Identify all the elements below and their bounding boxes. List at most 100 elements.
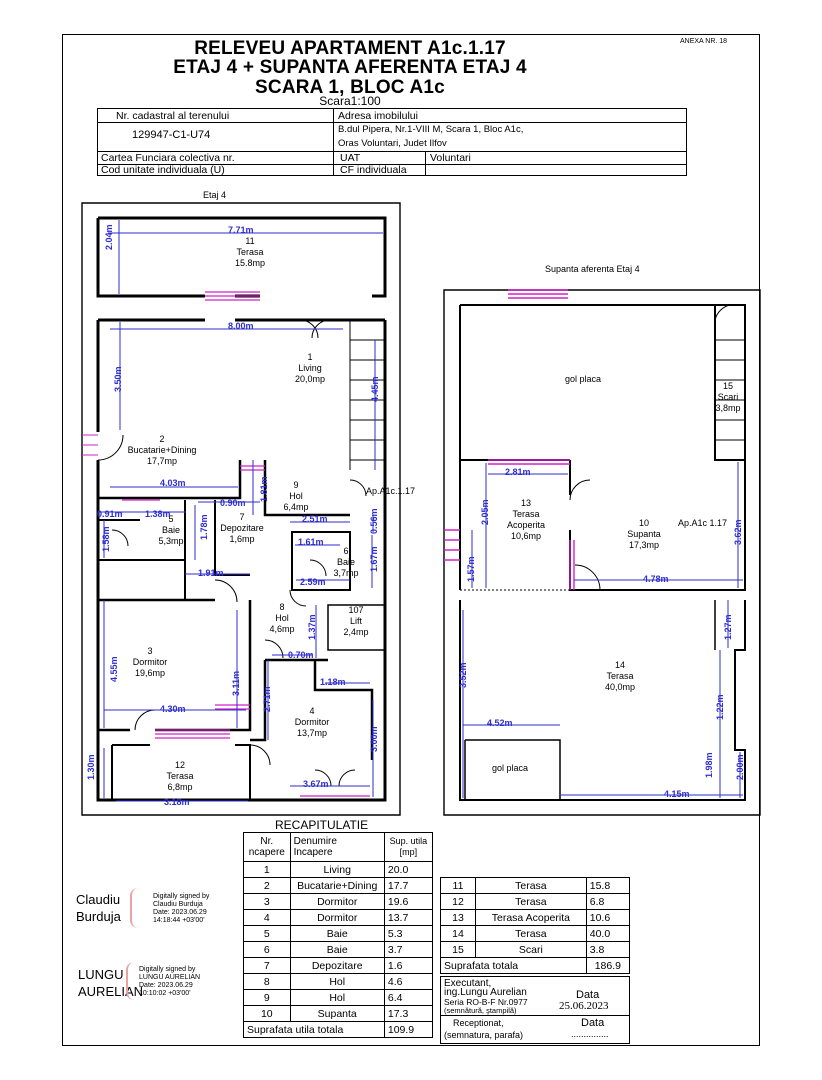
uat-label: UAT	[340, 152, 361, 164]
room-10-number: 10	[638, 518, 649, 528]
dim-label: 2.00m	[735, 754, 745, 780]
dim-label: 2.05m	[480, 499, 490, 525]
room-5-number: 5	[168, 514, 174, 524]
recap-total2-value: 186.9	[585, 957, 631, 974]
dim-label: 7.71m	[228, 225, 254, 235]
signature-2-details: Digitally signed by LUNGU AURELIAN Date:…	[139, 966, 200, 998]
dim-label: 1.38m	[145, 509, 171, 519]
dim-label: 3.50m	[113, 366, 123, 392]
adresa-label: Adresa imobilului	[338, 110, 418, 122]
dim-label: 4.55m	[109, 656, 119, 682]
signature-2-s3: Date: 2023.06.29	[139, 982, 193, 989]
signature-1-name-2: Burduja	[76, 909, 121, 924]
dim-label: 1.57m	[466, 556, 476, 582]
room-13-number: 13	[520, 498, 531, 508]
dim-label: 1.81m	[259, 476, 269, 502]
room-11-area: 15.8mp	[234, 258, 266, 268]
dim-label: 1.27m	[723, 614, 733, 640]
room-15-area: 3,8mp	[715, 403, 741, 413]
room-107-number: 107	[348, 605, 364, 615]
room-11-number: 11	[245, 236, 255, 246]
executant-data-value: 25.06.2023	[559, 1000, 609, 1012]
room-2-label: 2 Bucatarie+Dining 17,7mp	[112, 434, 212, 467]
room-8-number: 8	[279, 602, 285, 612]
room-6-number: 6	[343, 546, 349, 556]
data2-label: Data	[581, 1017, 605, 1029]
room-107-label: 107 Lift 2,4mp	[336, 605, 376, 638]
dim-label: 4.15m	[664, 789, 690, 799]
room-3-number: 3	[147, 646, 153, 656]
dim-label: 1.58m	[101, 526, 111, 552]
nr-cadastral-label: Nr. cadastral al terenului	[116, 110, 230, 122]
room-13-name-2: Acoperita	[506, 520, 546, 530]
dim-label: 1.78m	[199, 514, 209, 540]
dim-label: 1.91m	[198, 568, 224, 578]
room-1-number: 1	[307, 352, 313, 362]
dim-label: 0.90m	[220, 498, 246, 508]
room-8-area: 4,6mp	[269, 624, 295, 634]
signature-1-s3: Date: 2023.06.29	[153, 909, 207, 916]
dim-label: 3.62m	[733, 519, 743, 545]
room-4-area: 13,7mp	[296, 728, 328, 738]
signature-mark-icon	[130, 888, 148, 928]
dim-label: 1.98m	[704, 752, 714, 778]
dim-label: 1.22m	[715, 694, 725, 720]
dim-label: 4.03m	[160, 478, 186, 488]
recap-title: RECAPITULATIE	[275, 818, 369, 832]
room-1-area: 20,0mp	[294, 374, 326, 384]
room-14-number: 14	[614, 660, 625, 670]
adresa-line-2: Oras Voluntari, Judet Ilfov	[338, 138, 447, 149]
room-12-label: 12 Terasa 6,8mp	[150, 760, 210, 793]
signature-1-s4: 14:18:44 +03'00'	[153, 917, 205, 924]
plan-etaj4-caption: Etaj 4	[203, 190, 227, 200]
signature-1-name: Claudiu Burduja	[76, 891, 121, 925]
room-6-name: Baie	[336, 557, 355, 567]
cf-individuala-label: CF individuala	[340, 164, 407, 176]
recap-header-sup: Sup. utila	[389, 836, 428, 846]
adresa-line-1: B.dul Pipera, Nr.1-VIII M, Scara 1, Bloc…	[338, 124, 524, 135]
room-8-label: 8 Hol 4,6mp	[262, 602, 302, 635]
dim-label: 2.71m	[262, 686, 272, 712]
signature-2-s4: 10:10:02 +03'00'	[139, 990, 191, 997]
signature-2-s1: Digitally signed by	[139, 966, 196, 973]
dim-label: 1.37m	[307, 614, 317, 640]
recap-header-nr-2: ncapere	[248, 847, 285, 858]
room-10-label: 10 Supanta 17,3mp	[614, 518, 674, 551]
room-13-area: 10,6mp	[510, 531, 542, 541]
room-4-number: 4	[309, 706, 315, 716]
room-6-area: 3,7mp	[333, 568, 359, 578]
room-12-area: 6,8mp	[167, 782, 193, 792]
signature-1-name-1: Claudiu	[76, 892, 121, 907]
room-6-label: 6 Baie 3,7mp	[326, 546, 366, 579]
room-15-name: Scari	[717, 392, 739, 402]
recap-header-den-2: Incapere	[293, 847, 333, 858]
recap-total2-label: Suprafata totala	[440, 957, 587, 974]
room-3-name: Dormitor	[132, 657, 168, 667]
semnatura-label: (semnatura, parafa)	[444, 1030, 524, 1040]
signature-2-s2: LUNGU AURELIAN	[139, 974, 201, 981]
dim-label: 0.70m	[288, 650, 314, 660]
dim-label: 3.00m	[369, 726, 379, 752]
room-5-name: Baie	[161, 525, 180, 535]
dim-label: 4.45m	[370, 376, 380, 402]
dim-label: 0.56m	[369, 508, 379, 534]
uat-value: Voluntari	[430, 152, 471, 164]
executant-line-4: (semnătură, ştampilă)	[444, 1006, 517, 1015]
room-14-area: 40,0mp	[604, 682, 636, 692]
dim-label: 3.67m	[303, 779, 329, 789]
dim-label: 4.78m	[643, 574, 669, 584]
room-14-name: Terasa	[606, 671, 634, 681]
recap-header-den: Denumire	[293, 836, 337, 847]
